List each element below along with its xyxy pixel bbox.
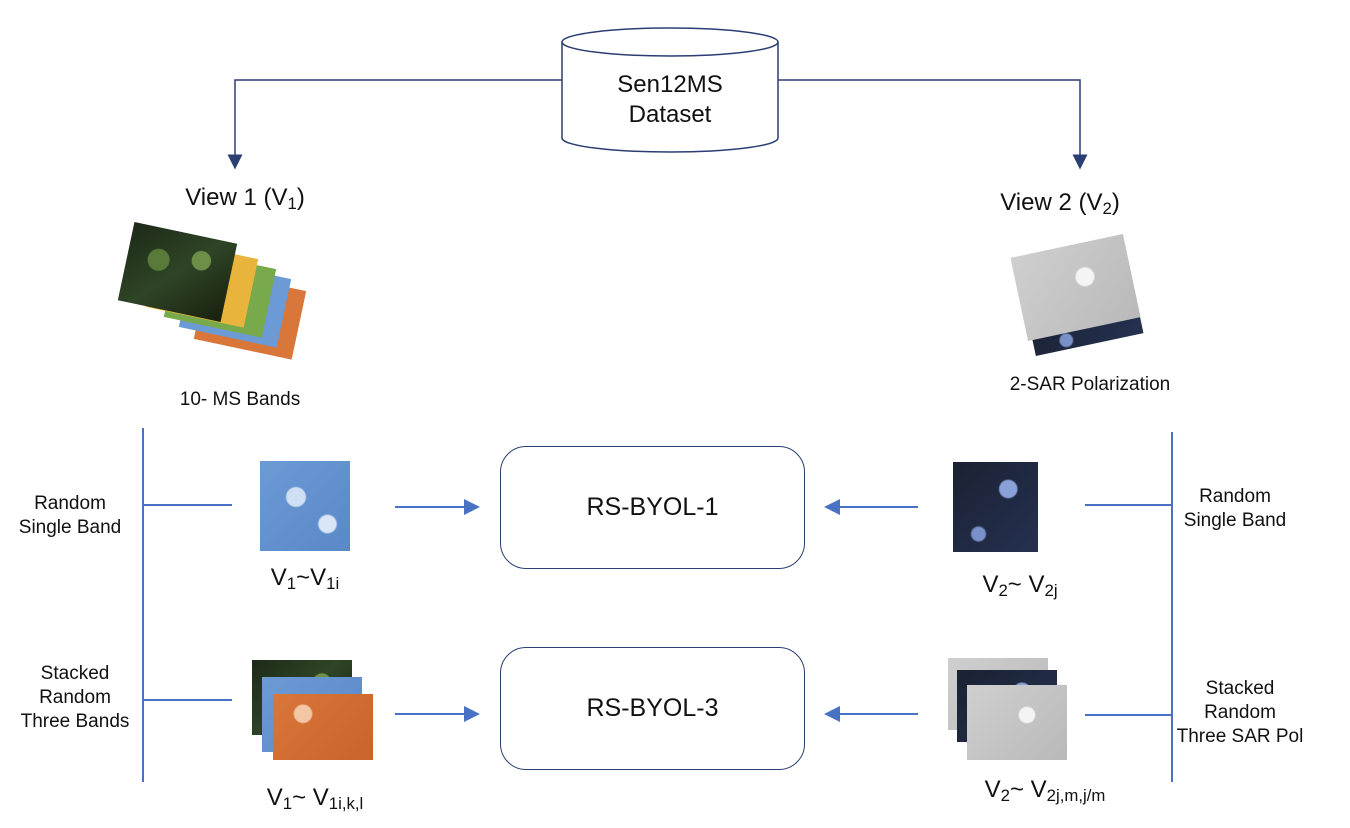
view2-label: View 2 (V2)	[1000, 189, 1120, 219]
v1-single-label: V1~V1i	[270, 564, 340, 594]
arrow-to-view2	[778, 79, 1088, 170]
v1-single-band-image	[260, 461, 350, 551]
v2-single-band-image	[953, 462, 1038, 552]
view1-label: View 1 (V1)	[185, 184, 305, 214]
database-cylinder-icon	[561, 27, 779, 153]
view1-caption: 10- MS Bands	[179, 389, 301, 410]
rs-byol-3-box: RS-BYOL-3	[500, 647, 805, 770]
arrow-to-view1	[227, 79, 562, 170]
v1-stack-label: V1~ V1i,k,l	[266, 784, 364, 814]
v2-stack-label: V2~ V2j,m,j/m	[984, 776, 1106, 806]
rs-byol-1-box: RS-BYOL-1	[500, 446, 805, 569]
v2-single-label: V2~ V2j	[982, 571, 1058, 601]
view2-caption: 2-SAR Polarization	[1009, 374, 1171, 395]
